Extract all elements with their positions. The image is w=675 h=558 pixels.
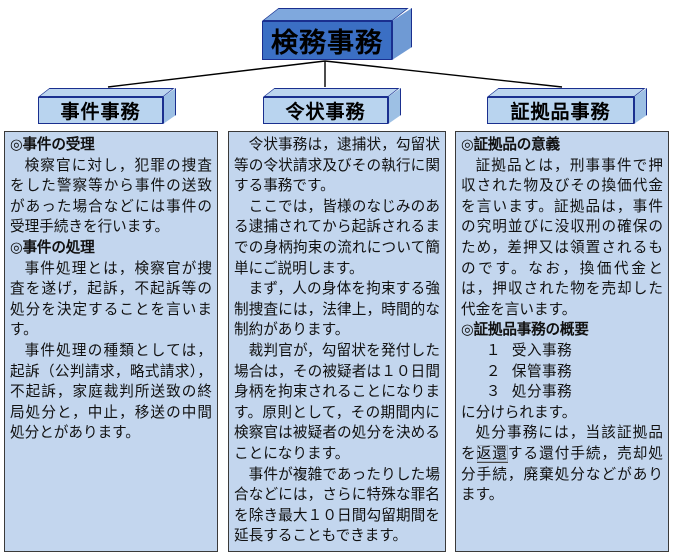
description-panel-jiken-jimu: ◎事件の受理検察官に対し，犯罪の捜査をした警察等から事件の送致があった場合などに…: [4, 131, 218, 552]
description-panel-reijo-jimu: 令状事務は，逮捕状，勾留状等の令状請求及びその執行に関する事務です。ここでは，皆…: [228, 131, 446, 552]
panel-paragraph: 処分事務には，当該証拠品を返還する還付手続，売却処分手続，廃棄処分などがあります…: [461, 424, 663, 504]
panel-paragraph: 事件処理とは，検察官が捜査を遂げ，起訴，不起訴等の処分を決定することを言います。: [10, 259, 212, 339]
panel-list-item: ２ 保管事務: [461, 362, 663, 383]
panel-list-item-number: １: [485, 341, 501, 359]
panel-section-heading: ◎証拠品の意義: [461, 136, 560, 153]
branch-node-label: 証拠品事務: [487, 97, 634, 124]
connector-line-right: [324, 60, 563, 88]
root-node-kenmu-jimu[interactable]: 検務事務: [262, 8, 412, 60]
panel-list-item: １ 受入事務: [461, 341, 663, 362]
branch-node-top-face: [263, 88, 400, 97]
panel-paragraph: 令状事務は，逮捕状，勾留状等の令状請求及びその執行に関する事務です。: [234, 136, 440, 195]
panel-paragraph: ここでは，皆様のなじみのある逮捕されてから起訴されるまでの身柄拘束の流れについて…: [234, 197, 440, 277]
panel-paragraph: まず，人の身体を拘束する強制捜査には，法律上，時間的な制約があります。: [234, 280, 440, 339]
panel-section-heading: ◎事件の受理: [10, 136, 95, 153]
branch-node-top-face: [487, 88, 646, 97]
description-panel-shokohin-jimu: ◎証拠品の意義証拠品とは，刑事事件で押収された物及びその換価代金を言います。証拠…: [455, 131, 669, 552]
panel-section-heading: ◎事件の処理: [10, 238, 95, 256]
connector-line-left: [107, 60, 326, 88]
panel-section-heading: ◎証拠品事務の概要: [461, 321, 589, 339]
panel-list-item-label: 処分事務: [511, 383, 573, 401]
panel-list-item-label: 保管事務: [511, 362, 573, 380]
root-node-label: 検務事務: [262, 21, 392, 60]
branch-node-jiken-jimu[interactable]: 事件事務: [38, 88, 176, 124]
branch-node-top-face: [38, 88, 175, 97]
annotated-text-marker: 返還: [476, 444, 508, 463]
panel-list-item-label: 受入事務: [511, 341, 573, 359]
branch-node-label: 令状事務: [263, 97, 388, 124]
panel-paragraph: 証拠品とは，刑事事件で押収された物及びその換価代金を言います。証拠品は，事件の究…: [461, 156, 663, 318]
root-node-top-face: [262, 8, 409, 21]
panel-paragraph: 裁判官が，勾留状を発付した場合は，その被疑者は１０日間身柄を拘束されることになり…: [234, 341, 440, 462]
panel-list-item-number: ２: [485, 362, 501, 380]
branch-node-reijo-jimu[interactable]: 令状事務: [263, 88, 401, 124]
panel-list-item: ３ 処分事務: [461, 382, 663, 403]
panel-list-item-number: ３: [485, 383, 501, 401]
panel-paragraph: 事件が複雑であったりした場合などには，さらに特殊な罪名を除き最大１０日間勾留期間…: [234, 465, 440, 545]
panel-paragraph: 事件処理の種類としては，起訴（公判請求，略式請求），不起訴，家庭裁判所送致の終局…: [10, 341, 212, 442]
branch-node-label: 事件事務: [38, 97, 163, 124]
panel-paragraph: に分けられます。: [461, 403, 577, 421]
branch-node-shokohin-jimu[interactable]: 証拠品事務: [487, 88, 647, 124]
panel-paragraph: 検察官に対し，犯罪の捜査をした警察等から事件の送致があった場合などには事件の受理…: [10, 156, 212, 236]
